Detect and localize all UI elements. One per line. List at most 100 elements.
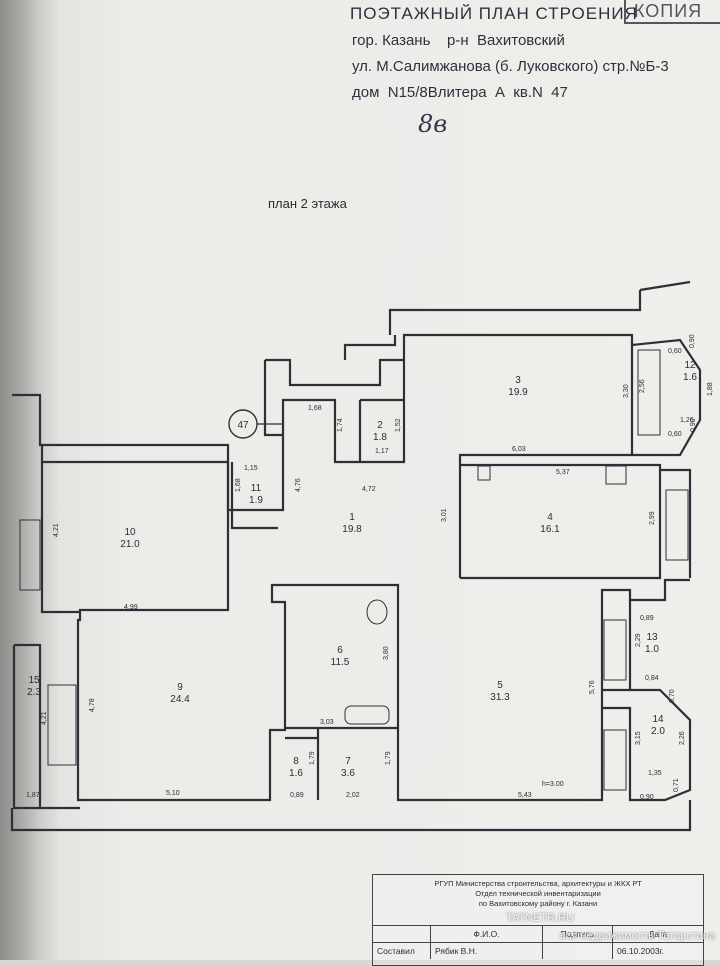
dimension-label: 4,72 [362, 486, 376, 493]
row-date: 06.10.2003г. [617, 946, 664, 956]
watermark-site: TATNETR.RU [506, 912, 575, 924]
room-area-7: 3.6 [341, 768, 355, 779]
room-area-11: 1.9 [249, 495, 263, 506]
room-area-12: 1.6 [683, 372, 697, 383]
inventory-stamp-box: РГУП Министерства строительства, архитек… [372, 874, 704, 966]
dimension-label: 1,15 [244, 465, 258, 472]
room-number-3: 3 [515, 375, 521, 386]
dimension-label: 5,43 [518, 792, 532, 799]
signature-table: Ф.И.О. Подпись Дата Составил Рябик В.Н. … [373, 925, 703, 959]
row-name: Рябик В.Н. [431, 943, 543, 959]
dimension-label: 1,87 [26, 792, 40, 799]
dimension-label: 4,76 [295, 478, 302, 492]
table-header-row: Ф.И.О. Подпись Дата [373, 925, 703, 942]
dimension-label: 5,37 [556, 469, 570, 476]
dimension-label: 5,76 [589, 680, 596, 694]
apartment-number: 47 [237, 420, 249, 431]
room-number-1: 1 [349, 512, 355, 523]
dimension-label: 6,03 [512, 446, 526, 453]
dimension-label: 0,70 [669, 689, 676, 703]
plan-walls [10, 280, 702, 832]
handwritten-note: 8в [418, 110, 448, 138]
col-fio: Ф.И.О. [431, 926, 543, 942]
document-title: ПОЭТАЖНЫЙ ПЛАН СТРОЕНИЯ [350, 4, 638, 23]
room-area-9: 24.4 [170, 694, 190, 705]
dimension-label: 2,29 [635, 633, 642, 647]
dimension-label: 0,90 [640, 794, 654, 801]
dimension-label: 1,35 [648, 770, 662, 777]
row-role: Составил [373, 943, 431, 959]
dimension-label: 3,80 [383, 646, 390, 660]
dimension-label: 0,60 [668, 431, 682, 438]
room-number-8: 8 [293, 756, 299, 767]
dimension-label: 1,26 [680, 417, 694, 424]
dimension-label: 0,89 [290, 792, 304, 799]
scan-shadow [0, 0, 60, 960]
copy-stamp: КОПИЯ [624, 0, 720, 24]
watermark-tagline: вся недвижимость Татарстана [560, 930, 716, 942]
dimension-label: 3,03 [320, 719, 334, 726]
dimension-label: 0,84 [645, 675, 659, 682]
room-number-12: 12 [684, 360, 696, 371]
dimension-label: 1,79 [309, 751, 316, 765]
organization-block: РГУП Министерства строительства, архитек… [373, 879, 703, 909]
dimension-label: 2,56 [639, 379, 646, 393]
room-number-10: 10 [124, 527, 136, 538]
dimension-label: 0,90 [690, 418, 697, 432]
address-city-district: гор. Казань р-н Вахитовский [352, 32, 565, 49]
room-number-6: 6 [337, 645, 343, 656]
room-area-1: 19.8 [342, 524, 362, 535]
apartment-marker: 47 [228, 409, 283, 439]
address-house-apartment: дом N15/8Влитера А кв.N 47 [352, 84, 568, 101]
room-area-6: 11.5 [331, 657, 350, 668]
room-area-2: 1.8 [373, 432, 387, 443]
org-line-2: Отдел технической инвентаризации [475, 889, 601, 898]
room-number-11: 11 [251, 483, 262, 494]
dimension-label: 1,74 [337, 418, 344, 432]
dimension-label: 1,68 [308, 405, 322, 412]
room-area-8: 1.6 [289, 768, 303, 779]
room-area-4: 16.1 [540, 524, 560, 535]
col-signature: Подпись [543, 926, 613, 942]
dimension-label: 4,99 [124, 604, 138, 611]
dimension-label: 0,89 [640, 615, 654, 622]
table-row: Составил Рябик В.Н. 06.10.2003г. [373, 942, 703, 959]
dimension-label: 1,88 [707, 382, 714, 396]
dimension-label: 1,52 [395, 418, 402, 432]
dimension-label: 1,79 [385, 751, 392, 765]
dimension-label: 4,78 [89, 698, 96, 712]
dimension-label: 5,10 [166, 790, 180, 797]
room-number-13: 13 [646, 632, 658, 643]
dimension-label: 3,30 [623, 384, 630, 398]
room-number-7: 7 [345, 756, 351, 767]
dimension-label: 4,21 [41, 711, 48, 725]
room-number-15: 15 [28, 675, 40, 686]
room-area-13: 1.0 [645, 644, 659, 655]
room-area-10: 21.0 [120, 539, 140, 550]
room-area-5: 31.3 [490, 692, 510, 703]
dimension-label: 3,15 [635, 731, 642, 745]
dimension-label: 2,26 [679, 731, 686, 745]
room-number-9: 9 [177, 682, 183, 693]
room-labels: 119.821.8319.9416.1531.3611.573.681.6924… [27, 360, 697, 779]
bath-fixtures [344, 599, 390, 725]
room-number-14: 14 [652, 714, 664, 725]
room-number-5: 5 [497, 680, 503, 691]
window-marks [19, 349, 689, 791]
org-line-3: по Вахитовскому району г. Казани [478, 899, 598, 908]
dimension-label: 2,02 [346, 792, 360, 799]
floor-label: план 2 этажа [268, 196, 347, 211]
address-street: ул. М.Салимжанова (б. Луковского) стр.№Б… [352, 58, 669, 75]
dimension-label: 0,71 [673, 778, 680, 792]
org-line-1: РГУП Министерства строительства, архитек… [434, 879, 642, 888]
room-area-3: 19.9 [508, 387, 528, 398]
dimension-label: h=3.00 [542, 781, 564, 788]
dimension-label: 0,90 [689, 334, 696, 348]
room-area-14: 2.0 [651, 726, 665, 737]
dimension-label: 1,68 [235, 478, 242, 492]
dimension-label: 2,99 [649, 511, 656, 525]
room-area-15: 2.3 [27, 687, 41, 698]
dimension-label: 3,01 [441, 508, 448, 522]
